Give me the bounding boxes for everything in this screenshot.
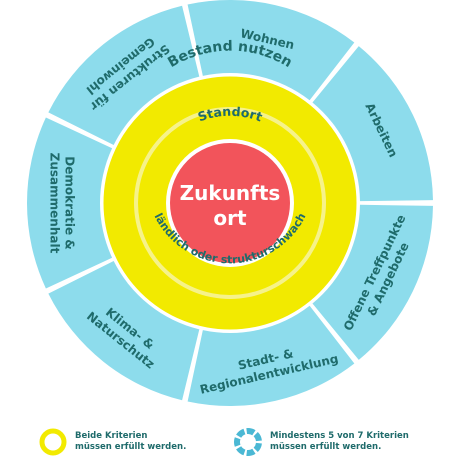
legend-five-of-seven: Mindestens 5 von 7 Kriterien müssen erfü… [233, 427, 409, 457]
segment-demokratie [26, 117, 113, 289]
legend-ring-segment [234, 437, 241, 447]
yellow-ring-legend-icon [39, 428, 67, 456]
segment-gemeinwohl [48, 5, 200, 145]
ring-label-standort: Standort [196, 104, 265, 125]
segment-label-demokratie-line-0: Demokratie & [63, 156, 77, 249]
legend-five-of-seven-text: Mindestens 5 von 7 Kriterien müssen erfü… [270, 431, 409, 453]
legend-ring-segment [246, 428, 256, 436]
segmented-ring-legend-icon [234, 428, 262, 456]
segment-stadtentwicklung [187, 305, 355, 406]
legend-both-criteria: Beide Kriterien müssen erfüllt werden. [38, 427, 186, 457]
segment-label-demokratie-line-1: Zusammenhalt [48, 153, 62, 254]
legend-five-line1: Mindestens 5 von 7 Kriterien [270, 431, 409, 441]
center-circle [170, 143, 290, 263]
legend-ring-segment [253, 432, 262, 442]
center-label-line1: Zukunfts [180, 181, 281, 205]
legend-both-line2: müssen erfüllt werden. [75, 442, 187, 452]
legend-ring-segment [236, 446, 246, 456]
segment-wohnen [187, 0, 355, 101]
segment-treffpunkte [312, 204, 433, 360]
legend-ring-segment [253, 442, 262, 452]
legend-ring-segment [246, 448, 256, 456]
legend-both-line1: Beide Kriterien [75, 431, 148, 441]
segment-label-demokratie: Demokratie &Zusammenhalt [48, 153, 77, 254]
legend-ring-segment [236, 428, 246, 438]
svg-text:Standort: Standort [196, 104, 265, 125]
legend-five-line2: müssen erfüllt werden. [270, 442, 382, 452]
segment-klima [48, 261, 200, 401]
legend-both-criteria-text: Beide Kriterien müssen erfüllt werden. [75, 431, 186, 453]
segment-arbeiten [312, 46, 433, 202]
center-label-line2: ort [213, 206, 247, 230]
